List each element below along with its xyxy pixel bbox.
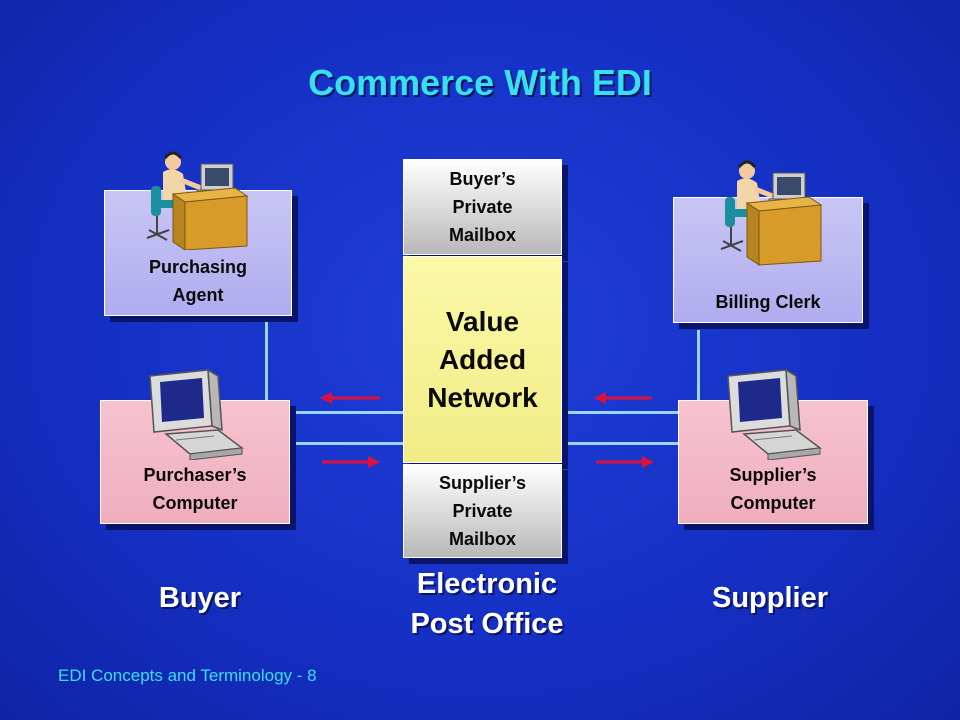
van-label-line3: Network [427, 381, 538, 413]
arrow-right-icon [322, 456, 380, 468]
supplier-connector-bottom [560, 442, 678, 445]
billing-clerk-label: Billing Clerk [715, 292, 821, 312]
buyer-mailbox-line1: Buyer’s [449, 169, 516, 189]
purchasing-agent-label-line2: Agent [172, 285, 224, 305]
post-office-label-line2: Post Office [410, 608, 564, 640]
buyer-vertical-connector [265, 318, 268, 402]
purchasing-agent-label-line1: Purchasing [148, 257, 248, 277]
buyer-mailbox-line2: Private [452, 197, 513, 217]
supplier-vertical-connector [697, 330, 700, 402]
supplier-mailbox-line3: Mailbox [448, 529, 516, 549]
supplier-private-mailbox: Supplier’s Private Mailbox [403, 464, 562, 558]
computer-monitor-icon [727, 368, 822, 460]
van-label-line2: Added [438, 343, 527, 375]
arrow-left-icon [594, 392, 652, 404]
purchaser-computer-label-line2: Computer [152, 493, 238, 513]
page-title: Commerce With EDI [308, 62, 652, 103]
supplier-mailbox-line1: Supplier’s [438, 473, 527, 493]
supplier-computer-label-line1: Supplier’s [729, 465, 817, 485]
supplier-computer-label-line2: Computer [730, 493, 816, 513]
van-label-line1: Value [445, 305, 520, 337]
electronic-post-office-label: Electronic Post Office [372, 564, 602, 644]
footer-text: EDI Concepts and Terminology - 8 [58, 666, 317, 685]
buyer-private-mailbox: Buyer’s Private Mailbox [403, 159, 562, 255]
person-at-desk-icon [146, 151, 249, 250]
supplier-connector-top [560, 411, 678, 414]
arrow-left-icon [320, 392, 380, 404]
purchaser-computer-label-line1: Purchaser’s [143, 465, 247, 485]
buyer-label: Buyer [158, 582, 242, 614]
value-added-network-box: Value Added Network [403, 256, 562, 463]
buyer-connector-top [292, 411, 404, 414]
person-at-desk-icon [720, 160, 823, 266]
supplier-label: Supplier [711, 582, 828, 614]
buyer-connector-bottom [292, 442, 404, 445]
buyer-mailbox-line3: Mailbox [448, 225, 516, 245]
supplier-mailbox-line2: Private [452, 501, 513, 521]
post-office-label-line1: Electronic [416, 568, 558, 600]
arrow-right-icon [596, 456, 654, 468]
computer-monitor-icon [149, 368, 244, 460]
